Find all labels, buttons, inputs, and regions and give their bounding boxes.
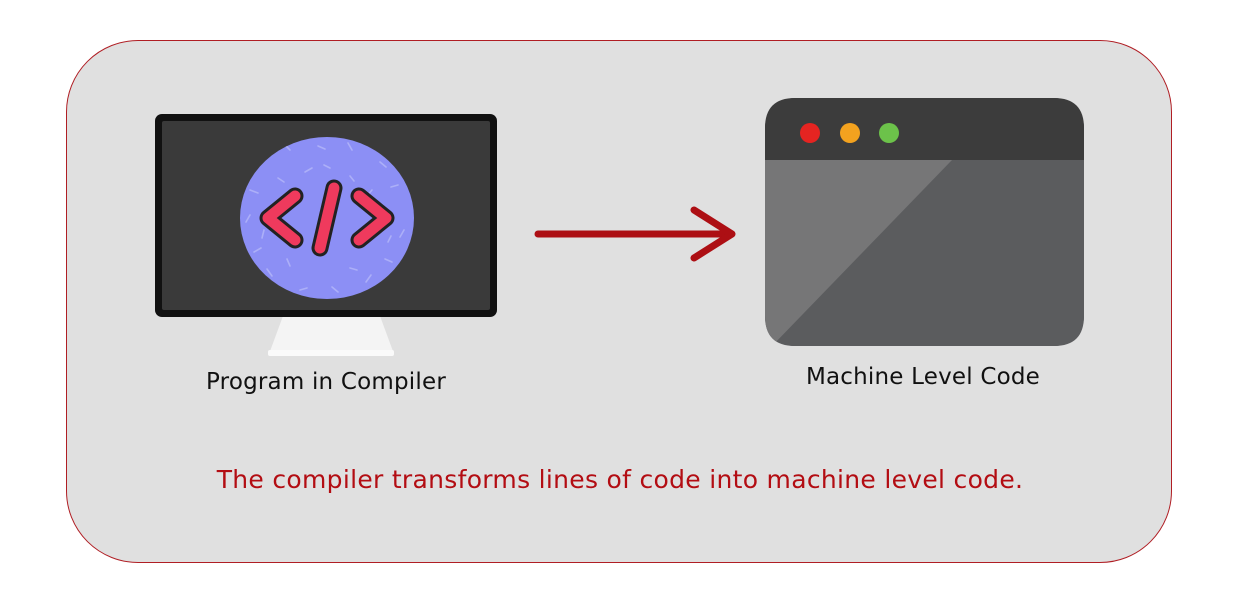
window-body [765, 160, 1084, 346]
arrow-right-icon [534, 206, 736, 262]
code-badge [240, 137, 414, 299]
program-in-compiler-label: Program in Compiler [206, 369, 446, 395]
window-titlebar [765, 98, 1084, 160]
monitor-code-icon [155, 114, 497, 356]
close-dot-icon [800, 123, 820, 143]
maximize-dot-icon [879, 123, 899, 143]
browser-window-icon [765, 98, 1084, 346]
monitor-stand [269, 316, 394, 354]
left-angle-glyph [262, 190, 301, 246]
right-angle-glyph [353, 190, 392, 246]
minimize-dot-icon [840, 123, 860, 143]
monitor-base [268, 350, 394, 356]
machine-level-code-label: Machine Level Code [805, 364, 1041, 390]
slash-glyph [314, 182, 340, 254]
caption-text: The compiler transforms lines of code in… [216, 465, 1024, 494]
